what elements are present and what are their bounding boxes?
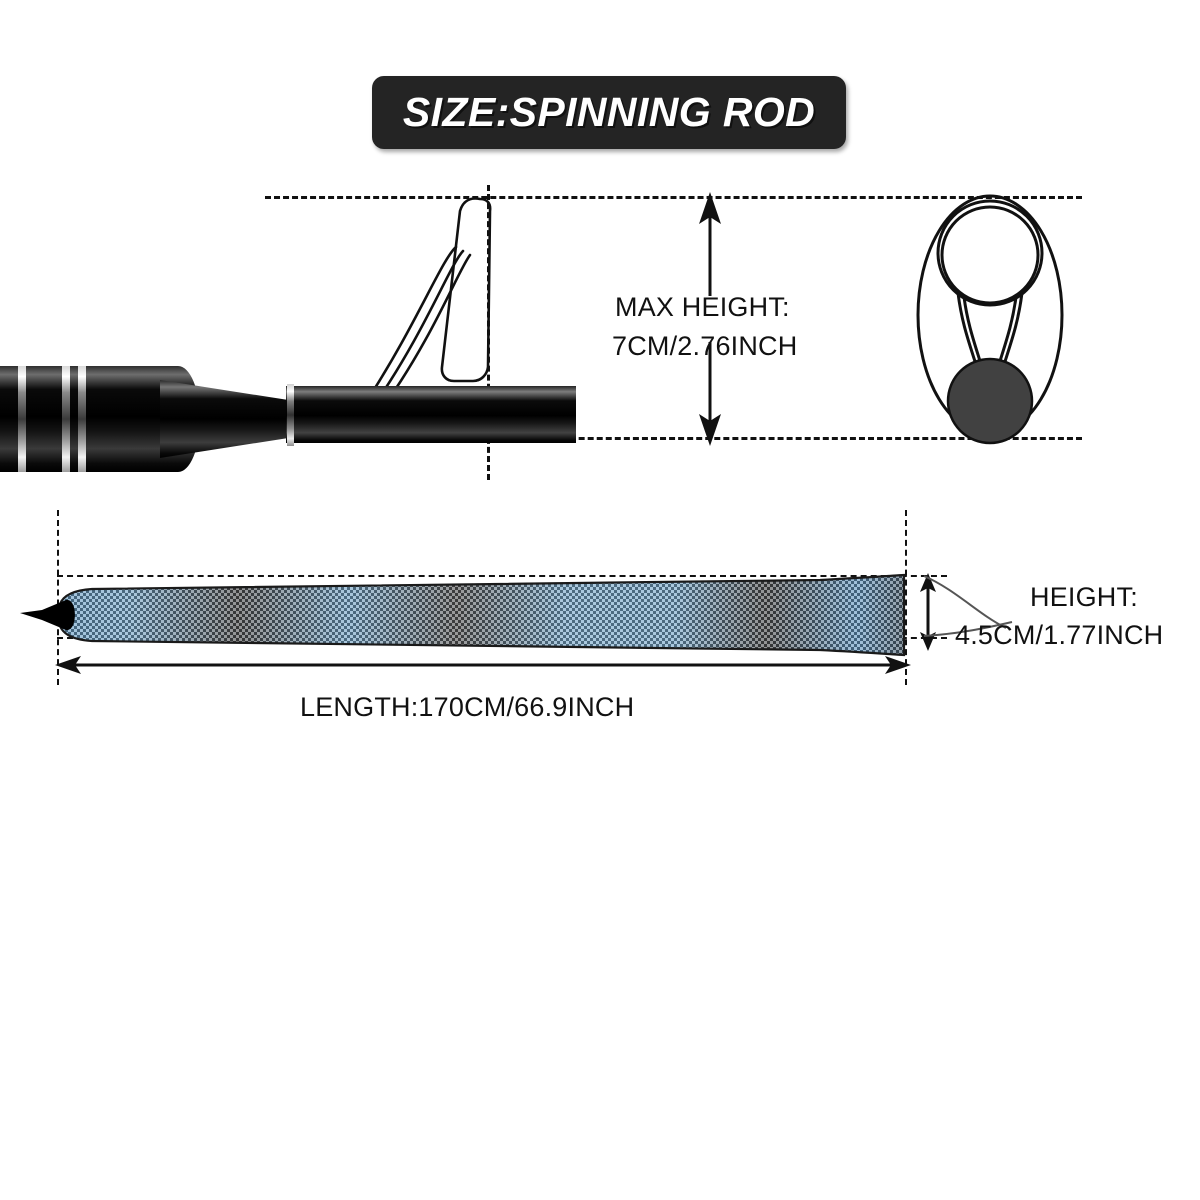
max-height-double-arrow-icon — [699, 192, 721, 446]
length-double-arrow-icon — [55, 656, 911, 674]
height-double-arrow-icon — [920, 573, 936, 651]
length-label: LENGTH:170CM/66.9INCH — [300, 692, 635, 722]
line-guide-side-view-icon — [366, 197, 492, 405]
height-value: 4.5CM/1.77INCH — [955, 620, 1164, 650]
max-height-value: 7CM/2.76INCH — [612, 331, 798, 361]
rod-shaft-section — [286, 386, 576, 443]
max-height-label: MAX HEIGHT: — [615, 292, 790, 322]
sock-top-dashed-line — [57, 575, 947, 577]
sock-left-extension-line — [57, 510, 59, 685]
bottom-reference-dashed-line — [443, 437, 1082, 440]
product-photo: LURE — [0, 800, 1200, 1200]
rod-trim-ring — [62, 366, 70, 472]
height-label: HEIGHT: — [1030, 582, 1138, 612]
page-title: SIZE:SPINNING ROD — [402, 89, 816, 135]
rod-trim-ring — [287, 384, 294, 446]
rod-trim-ring — [18, 366, 26, 472]
rod-trim-ring — [78, 366, 86, 472]
sock-right-extension-line — [905, 510, 907, 685]
line-guide-front-view-icon — [916, 194, 1064, 445]
height-leader-line — [923, 575, 1013, 637]
top-reference-dashed-line — [265, 196, 1082, 199]
rod-neck-taper — [160, 380, 290, 458]
rod-sock-illustration — [20, 573, 906, 657]
title-banner: SIZE:SPINNING ROD — [372, 76, 846, 149]
